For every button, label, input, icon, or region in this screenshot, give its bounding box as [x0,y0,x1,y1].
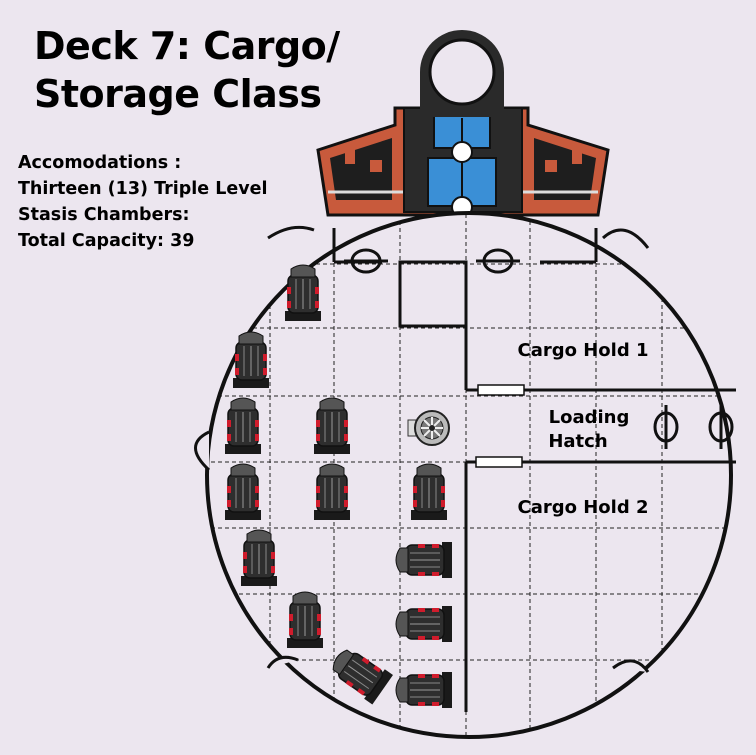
hatch-wheel-icon [407,410,450,446]
info-line-2: Thirteen (13) Triple Level [18,179,268,199]
deck-title: Deck 7: Cargo/ Storage Class [34,22,340,118]
deck-circle [194,211,733,739]
accommodations-info: Accomodations : Thirteen (13) Triple Lev… [18,150,268,254]
cargo-hold-1-label: Cargo Hold 1 [517,340,648,361]
loading-hatch-label-line-2: Hatch [548,431,607,452]
door-cargo-hold-2 [475,456,523,468]
loading-hatch-label-line-1: Loading [549,407,630,428]
deck-title-line-1: Deck 7: Cargo/ [34,24,340,68]
door-cargo-hold-1 [477,384,525,396]
deck-title-line-2: Storage Class [34,72,322,116]
upper-hull [316,30,610,218]
info-line-1: Accomodations : [18,153,182,173]
info-line-4: Total Capacity: 39 [18,231,195,251]
cargo-hold-2-label: Cargo Hold 2 [517,497,648,518]
info-line-3: Stasis Chambers: [18,205,190,225]
